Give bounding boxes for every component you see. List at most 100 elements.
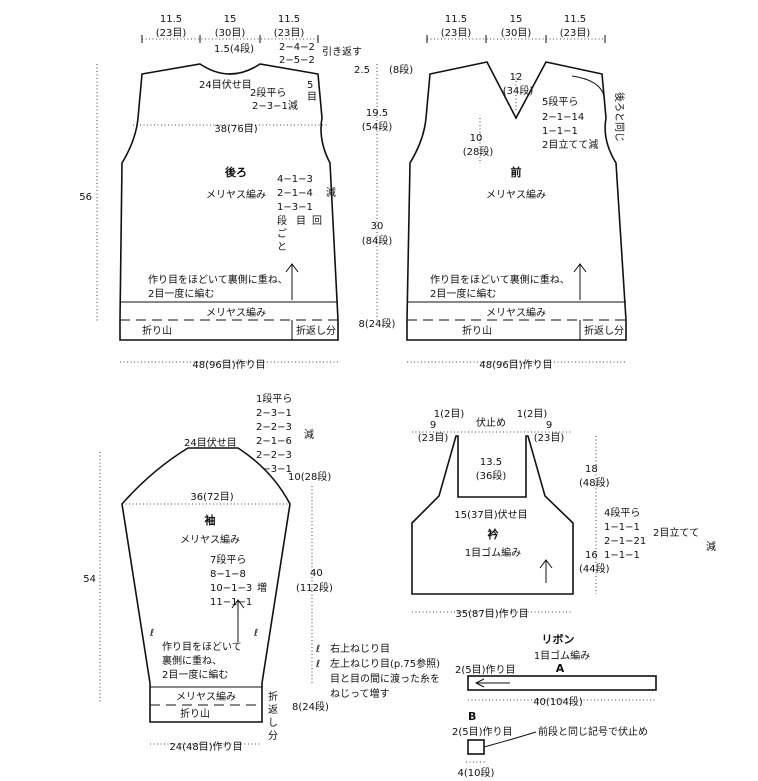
sleeve-bind-off: 24目伏せ目 (184, 436, 237, 449)
sleeve-inc-label: 増 (257, 581, 267, 594)
back-cast-on: 48(96目)作り目 (192, 359, 265, 371)
ribbon-piece: リボン 1目ゴム編み 2(5目)作り目 A 40(104段) B 2(5目)作り… (452, 632, 657, 779)
legend: ℓ 右上ねじり目 ℓ 左上ねじり目(p.75参照) 目と目の間に渡った糸を ねじ… (316, 642, 440, 700)
front-neck-1-r: (34段) (503, 84, 534, 97)
collar-arrow (539, 559, 553, 583)
sleeve-fold: 折り山 (180, 707, 210, 720)
sleeve-note-3: 2目一度に編む (162, 668, 228, 681)
sleeve-cap-height: 10(28段) (288, 470, 331, 483)
sleeve-twist-right: ℓ (254, 628, 258, 639)
front-piece: 11.5 (23目) 15 (30目) 11.5 (23目) 12 (34段) … (406, 14, 627, 371)
back-piece: 11.5 (23目) 15 (30目) 11.5 (23目) 1.5(4段) 2… (79, 14, 362, 371)
front-w-right: 11.5 (564, 14, 586, 25)
back-w-right-st: (23目) (274, 28, 305, 39)
collar-outline (411, 435, 574, 595)
front-neck-2: 10 (470, 133, 483, 144)
back-title: 後ろ (225, 165, 247, 179)
back-w-left: 11.5 (160, 14, 182, 25)
front-same-as-back: 後ろと同じ (613, 92, 626, 142)
collar-d3: 2−1−21 (604, 536, 646, 547)
sleeve-inc-1: 7段平ら (210, 553, 246, 566)
vert-h4: 8(24段) (359, 317, 396, 330)
sleeve-cap-4: 2−1−6 (256, 436, 292, 447)
back-col-1: 段 (277, 214, 287, 227)
collar-right-h1: 18 (585, 464, 598, 475)
front-hem-stitch: メリヤス編み (486, 306, 546, 319)
sleeve-cap-6: 1−3−1 (256, 464, 292, 475)
sleeve-hem-h: 8(24段) (292, 700, 329, 713)
front-cast-on: 48(96目)作り目 (479, 359, 552, 371)
front-neck-2-r: (28段) (463, 145, 494, 158)
front-w-mid: 15 (510, 14, 523, 25)
sleeve-note-2: 裏側に重ね、 (162, 654, 222, 667)
legend-l3: 目と目の間に渡った糸を (330, 672, 440, 685)
back-height-total: 56 (79, 192, 92, 203)
sleeve-fold-allow-3: し (268, 717, 278, 729)
front-fold-allow: 折返し分 (584, 324, 624, 337)
back-five: 5 (307, 80, 313, 91)
collar-mid-h-r: (36段) (476, 469, 507, 482)
back-width: 38(76目) (214, 124, 257, 135)
ribbon-a-strip (467, 675, 657, 691)
sleeve-width: 36(72目) (190, 492, 233, 503)
front-neck-1: 12 (510, 72, 523, 83)
sleeve-cap-2: 2−3−1 (256, 408, 292, 419)
legend-right-twist-icon: ℓ (316, 644, 320, 655)
vert-h3-r: (84段) (362, 234, 393, 247)
ribbon-b-h: 2(5目)作り目 (452, 726, 513, 738)
vert-h1: 2.5 (354, 65, 370, 76)
ribbon-a-h: 2(5目)作り目 (455, 664, 516, 676)
collar-right-h1-r: (48段) (579, 476, 610, 489)
ribbon-a-arrow (474, 678, 510, 688)
collar-mid-h: 13.5 (480, 457, 502, 468)
front-outline (406, 61, 627, 341)
sleeve-arrow (231, 599, 245, 642)
back-col-2: 目 (296, 216, 306, 227)
back-outline (119, 63, 339, 341)
ribbon-stitch: 1目ゴム編み (534, 649, 590, 662)
sleeve-fold-allow-1: 折 (268, 690, 278, 703)
back-hikikaesu: 引き返す (322, 46, 362, 58)
back-stitch: メリヤス編み (206, 188, 266, 201)
back-koto-2: と (277, 241, 287, 253)
collar-title: 衿 (488, 527, 499, 541)
back-dec-1: 4−1−3 (277, 174, 313, 185)
sleeve-twist-left: ℓ (150, 628, 154, 639)
back-top-ticks (141, 35, 319, 43)
collar-d2: 1−1−1 (604, 522, 640, 533)
sleeve-fold-allow-2: 返 (268, 704, 278, 716)
front-fold: 折り山 (462, 324, 492, 337)
collar-t1: 1(2目) (434, 409, 465, 420)
sleeve-hem-stitch: メリヤス編み (176, 690, 236, 703)
front-w-left: 11.5 (445, 14, 467, 25)
front-note-2: 2目一度に編む (430, 287, 496, 300)
back-dec-label: 減 (326, 186, 336, 199)
front-w-left-st: (23目) (441, 28, 472, 39)
back-hem-stitch: メリヤス編み (206, 306, 266, 319)
collar-piece: 1(2目) 伏止め 1(2目) 9 (23目) 9 (23目) 13.5 (36… (411, 409, 716, 620)
back-col-3: 回 (312, 215, 322, 227)
sleeve-piece: 1段平ら 2−3−1 2−2−3 2−1−6 2−2−3 1−3−1 減 24目… (83, 392, 333, 753)
ribbon-b-label: B (468, 710, 476, 723)
back-dec-2: 2−1−4 (277, 188, 313, 199)
sleeve-inc-3: 10−1−3 (210, 583, 252, 594)
ribbon-b-note: 前段と同じ記号で伏止め (538, 725, 648, 738)
vertical-dims: 2.5 (8段) 19.5 (54段) 30 (84段) 8(24段) (354, 63, 413, 330)
front-v-4: 2目立てて減 (542, 138, 598, 151)
back-fold-allow: 折返し分 (296, 324, 336, 337)
front-title: 前 (511, 165, 522, 179)
front-note-1: 作り目をほどいて裏側に重ね、 (430, 273, 570, 286)
sleeve-fold-allow-4: 分 (268, 730, 278, 742)
back-shoulder-2: 2−5−2 (279, 55, 315, 66)
sleeve-cap-3: 2−2−3 (256, 422, 292, 433)
back-shoulder-1: 2−4−2 (279, 42, 315, 53)
front-stitch: メリヤス編み (486, 188, 546, 201)
sleeve-cap-dec: 減 (304, 428, 314, 441)
back-dec-3: 1−3−1 (277, 202, 313, 213)
sleeve-cap-1: 1段平ら (256, 392, 292, 405)
ribbon-title: リボン (542, 632, 575, 646)
sleeve-outline (121, 447, 291, 723)
collar-bottom-mid: 15(37目)伏せ目 (454, 508, 527, 521)
front-v-2: 2−1−14 (542, 112, 584, 123)
